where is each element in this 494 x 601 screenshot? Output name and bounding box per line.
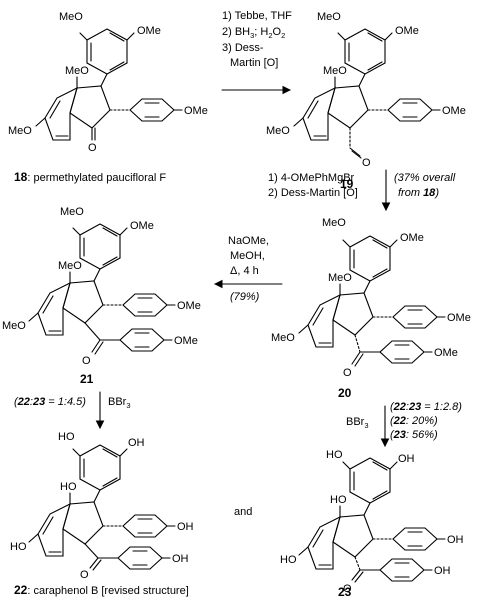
svg-text:BBr3: BBr3 [346,416,369,430]
svg-text:HO: HO [60,481,77,493]
svg-text:MeOH,: MeOH, [230,250,265,262]
svg-text:(79%): (79%) [230,291,260,303]
arrow-20-to-21-conditions: NaOMe, MeOH, Δ, 4 h (79%) [228,235,269,303]
arrow-21-to-22-conditions: (22:23 = 1:4.5) BBr3 [14,396,131,410]
svg-text:MeO: MeO [328,272,352,284]
ome-right-18: OMe [184,105,208,117]
svg-text:MeO: MeO [58,260,82,272]
compound-18-structure: MeO OMe MeO MeO O OMe [8,11,208,154]
svg-text:NaOMe,: NaOMe, [228,235,269,247]
svg-text:BBr3: BBr3 [108,396,131,410]
compound-18-label: 18: permethylated paucifloral F [14,170,166,184]
carbonyl-o-18: O [88,142,97,154]
svg-text:OH: OH [447,534,464,546]
svg-text:O: O [80,569,89,581]
svg-text:OH: OH [172,553,189,565]
svg-text:2) Dess-Martin [O]: 2) Dess-Martin [O] [268,187,358,199]
svg-text:OMe: OMe [177,300,201,312]
svg-text:OH: OH [434,565,451,577]
svg-text:OMe: OMe [447,312,471,324]
svg-text:(22:23 = 1:4.5): (22:23 = 1:4.5) [14,396,86,408]
svg-text:MeO: MeO [2,320,26,332]
svg-text:OH: OH [398,453,415,465]
svg-text:OMe: OMe [434,347,458,359]
compound-19-label: 19 [340,177,354,191]
svg-text:3) Dess-: 3) Dess- [222,42,264,54]
svg-text:O: O [362,157,371,169]
svg-text:OH: OH [128,437,145,449]
svg-text:(37% overall: (37% overall [394,172,456,184]
svg-text:MeO: MeO [317,11,341,23]
arrow-19-to-20-conditions: 1) 4-OMePhMgBr 2) Dess-Martin [O] (37% o… [268,172,456,199]
compound-22-structure: HO OH HO HO O OH OH [10,431,194,581]
svg-text:HO: HO [330,494,347,506]
svg-text:HO: HO [58,431,75,443]
svg-text:1) 4-OMePhMgBr: 1) 4-OMePhMgBr [268,172,355,184]
compound-19-structure: MeO OMe MeO MeO O OMe [266,11,466,169]
meo-top-18: MeO [59,11,83,23]
svg-text:OMe: OMe [442,105,466,117]
compound-21-structure: MeO OMe MeO MeO O OMe OMe [2,206,201,367]
svg-text:MeO: MeO [60,206,84,218]
svg-text:HO: HO [10,541,27,553]
meo-left-18: MeO [65,65,89,77]
meo-bottom-18: MeO [8,125,32,137]
svg-text:HO: HO [326,449,343,461]
svg-text:MeO: MeO [266,125,290,137]
compound-20-structure: MeO OMe MeO MeO O OMe OMe [271,217,471,379]
compound-23-structure: HO OH HO HO O OH OH [280,449,464,595]
svg-text:O: O [82,355,91,367]
svg-text:OMe: OMe [130,220,154,232]
compound-22-label: 22: caraphenol B [revised structure] [14,583,189,597]
svg-text:(22:23 = 1:2.8): (22:23 = 1:2.8) [390,401,462,413]
svg-text:OH: OH [177,521,194,533]
compound-20-label: 20 [338,386,352,400]
svg-text:(22: 20%): (22: 20%) [390,415,438,427]
svg-text:MeO: MeO [271,332,295,344]
and-connector: and [234,506,252,518]
svg-text:Δ, 4 h: Δ, 4 h [230,265,259,277]
svg-text:HO: HO [280,554,297,566]
svg-text:MeO: MeO [322,217,346,229]
svg-text:2) BH3; H2O2: 2) BH3; H2O2 [222,26,285,40]
svg-text:O: O [343,367,352,379]
compound-21-label: 21 [80,372,94,386]
svg-text:OMe: OMe [174,335,198,347]
arrow-20-to-23-conditions: BBr3 (22:23 = 1:2.8) (22: 20%) (23: 56%) [346,401,462,441]
svg-text:from 18): from 18) [398,187,439,199]
svg-text:1) Tebbe, THF: 1) Tebbe, THF [222,10,292,22]
arrow-18-to-19-conditions: 1) Tebbe, THF 2) BH3; H2O2 3) Dess- Mart… [222,10,292,69]
svg-text:(23: 56%): (23: 56%) [390,429,438,441]
compound-23-label: 23 [338,585,352,599]
svg-text:OMe: OMe [395,25,419,37]
svg-text:OMe: OMe [400,232,424,244]
svg-text:Martin [O]: Martin [O] [230,57,278,69]
svg-text:O: O [343,583,352,595]
svg-text:MeO: MeO [323,65,347,77]
ome-top-18: OMe [137,25,161,37]
